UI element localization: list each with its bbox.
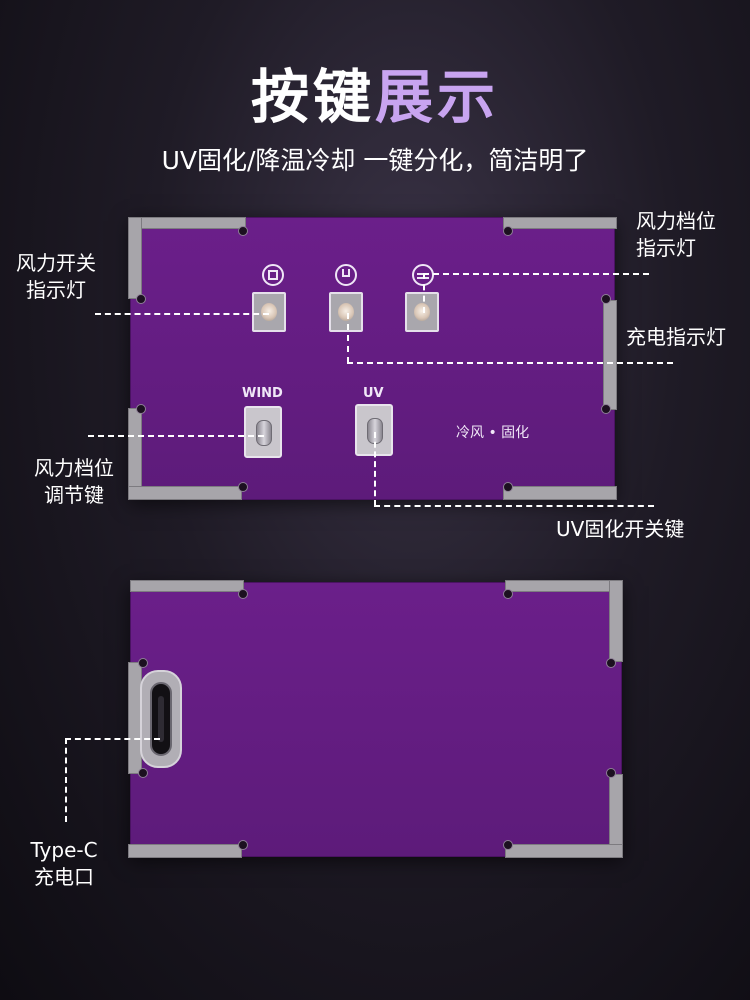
leader-charge-drop [347, 313, 349, 363]
leader-uv [374, 505, 654, 507]
uv-silkscreen-label: UV [363, 386, 384, 401]
callout-charge-indicator: 充电指示灯 [626, 325, 726, 349]
led-lens [414, 303, 430, 321]
leader-uv-drop [374, 432, 376, 506]
callout-uv-switch: UV固化开关键 [556, 517, 685, 541]
fan-power-icon [262, 264, 284, 286]
bracket-br-h [503, 486, 617, 500]
bracket-r-v [603, 300, 617, 410]
callout-fan-power-indicator: 风力开关 指示灯 [16, 250, 96, 304]
charge-led [329, 292, 363, 332]
typec-port[interactable] [150, 682, 172, 756]
bracket-tl-h [128, 217, 246, 229]
led-lens [261, 303, 277, 321]
callout-line: 风力开关 [16, 251, 96, 275]
mount-hole [606, 658, 616, 668]
leader-fan-level [423, 273, 649, 275]
mount-hole [238, 482, 248, 492]
callout-line: 风力档位 [34, 456, 114, 480]
callout-line: 充电口 [34, 865, 94, 889]
callout-fan-level-indicator: 风力档位 指示灯 [636, 208, 716, 262]
page-subtitle: UV固化/降温冷却 一键分化，简洁明了 [161, 146, 589, 175]
wind-level-button[interactable] [244, 406, 282, 458]
mount-hole [503, 482, 513, 492]
bracket-tl-h [130, 580, 244, 592]
leader-typec [65, 738, 160, 740]
mount-hole [503, 840, 513, 850]
leader-fan-level-button [88, 435, 264, 437]
fan-power-led [252, 292, 286, 332]
typec-port-housing [140, 670, 182, 768]
mount-hole [136, 294, 146, 304]
callout-typec: Type-C 充电口 [8, 837, 120, 891]
callout-line: 指示灯 [26, 278, 86, 302]
mount-hole [136, 404, 146, 414]
wind-silkscreen-label: WIND [242, 386, 283, 401]
bracket-bl-h [128, 486, 242, 500]
led-lens [338, 303, 354, 321]
top-circuit-board [130, 217, 615, 500]
mount-hole [238, 226, 248, 236]
bracket-r-v [609, 580, 623, 662]
title-part-1: 按键 [250, 63, 375, 131]
leader-fan-power [95, 313, 269, 315]
callout-line: 调节键 [44, 483, 104, 507]
leader-charge [347, 362, 673, 364]
bracket-tl-v [128, 217, 142, 299]
mount-hole [601, 294, 611, 304]
bracket-bl-v [128, 408, 142, 500]
bracket-bl-h [128, 844, 242, 858]
leader-typec-drop [65, 738, 67, 822]
mount-hole [503, 226, 513, 236]
callout-line: 指示灯 [636, 236, 696, 260]
title-part-2: 展示 [375, 63, 500, 131]
fan-level-led [405, 292, 439, 332]
bracket-br-v [609, 774, 623, 858]
callout-fan-level-button: 风力档位 调节键 [14, 455, 134, 509]
mount-hole [138, 768, 148, 778]
callout-line: Type-C [30, 838, 98, 862]
mode-silkscreen-label: 冷风 • 固化 [456, 425, 530, 441]
charge-icon [335, 264, 357, 286]
mount-hole [606, 768, 616, 778]
button-cap[interactable] [256, 420, 272, 446]
mount-hole [238, 589, 248, 599]
mount-hole [503, 589, 513, 599]
mount-hole [238, 840, 248, 850]
bracket-l-v [128, 662, 142, 774]
mount-hole [138, 658, 148, 668]
callout-line: 风力档位 [636, 209, 716, 233]
typec-tongue [158, 696, 164, 742]
bottom-circuit-board [130, 582, 622, 857]
leader-fan-level-drop [423, 273, 425, 313]
page-title: 按键展示 [0, 62, 750, 132]
bracket-tr-h [503, 217, 617, 229]
bracket-br-h [505, 844, 623, 858]
bracket-tr-h [505, 580, 623, 592]
mount-hole [601, 404, 611, 414]
